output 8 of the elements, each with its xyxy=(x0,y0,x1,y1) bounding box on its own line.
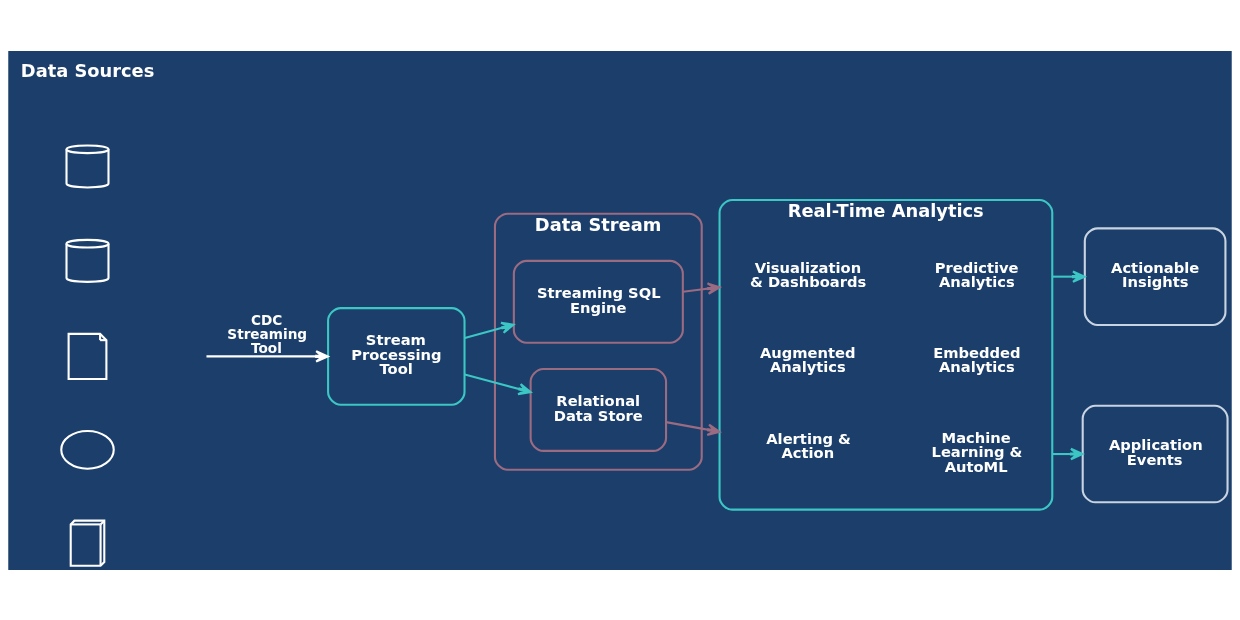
node-text: Visualization & Dashboards xyxy=(750,258,867,290)
node-text: Alerting & Action xyxy=(766,429,851,461)
label: Data Sources xyxy=(20,59,155,81)
edge-label: CDC Streaming Tool xyxy=(227,311,308,356)
node-text: Machine Learning & AutoML xyxy=(931,428,1023,475)
node-text: Predictive Analytics xyxy=(934,258,1019,290)
node-text: Augmented Analytics xyxy=(759,343,856,375)
node-text: Embedded Analytics xyxy=(933,343,1021,375)
